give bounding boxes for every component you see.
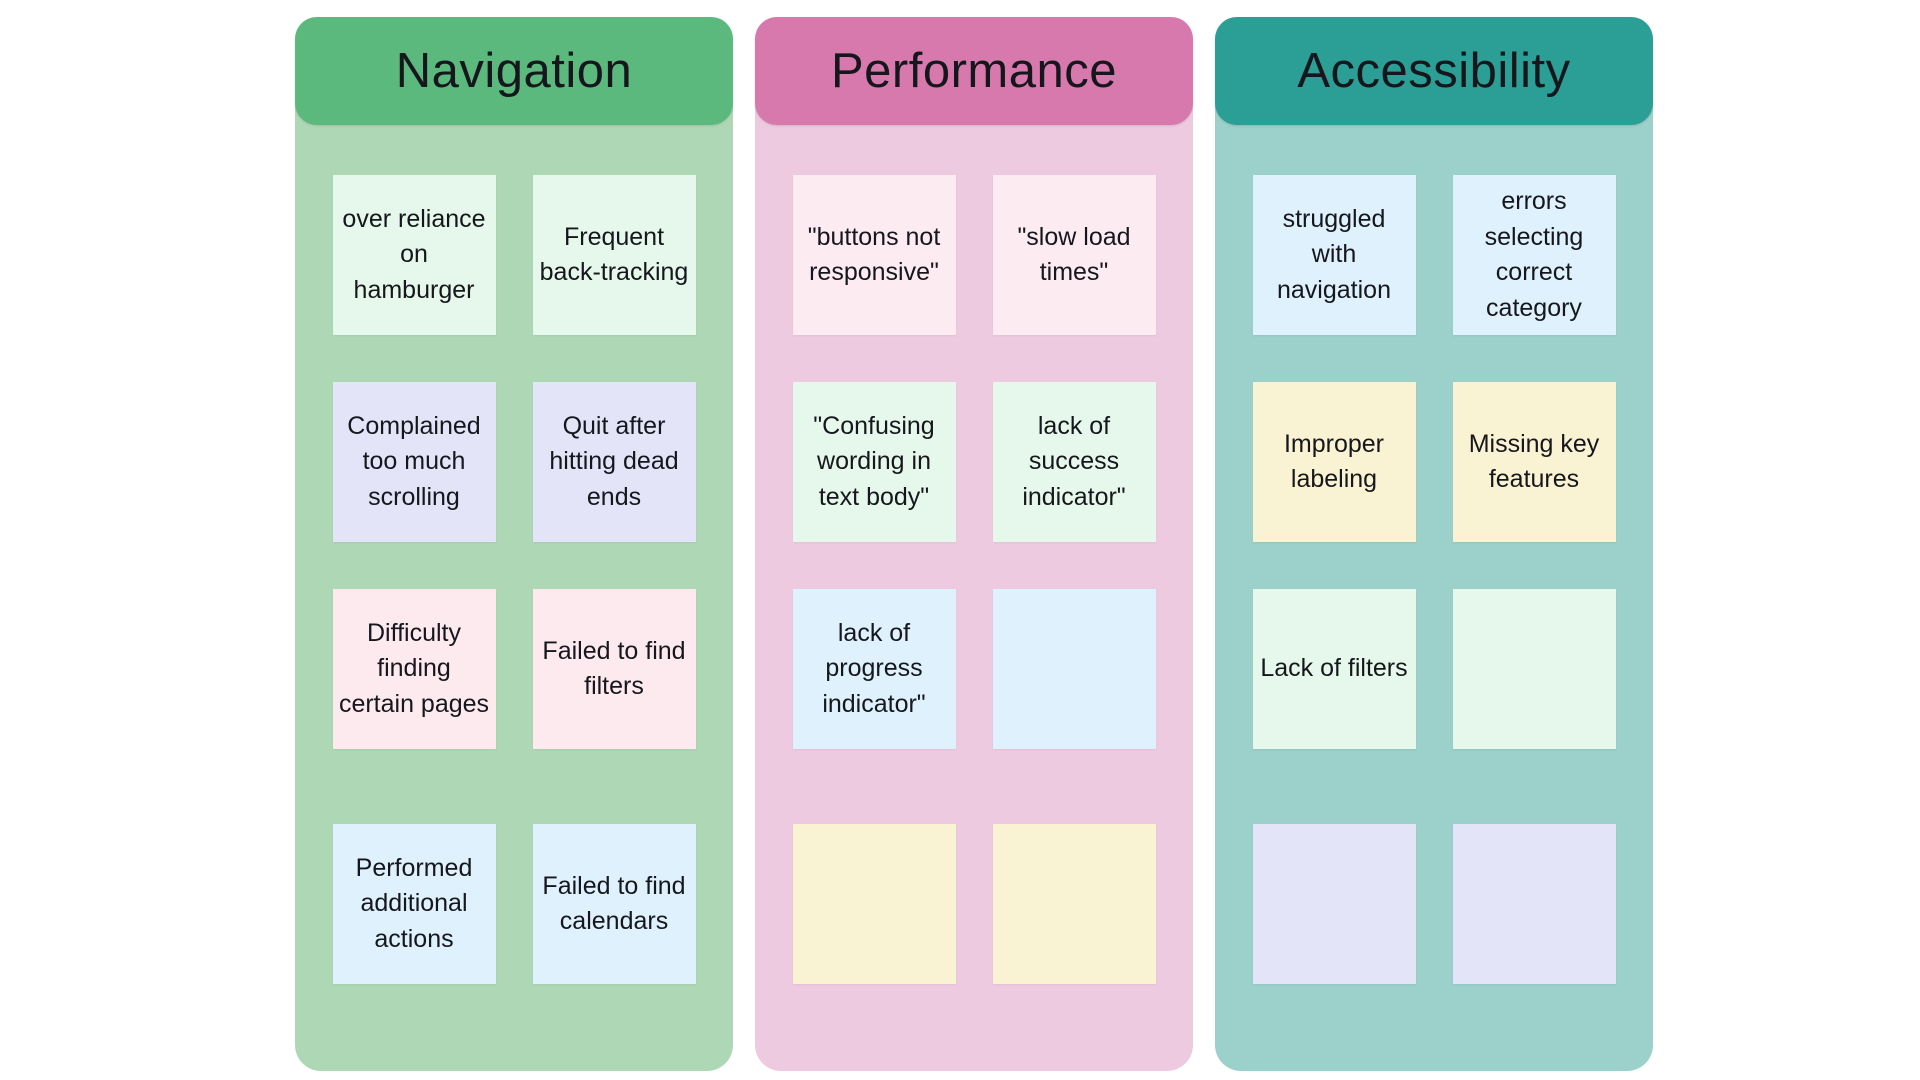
notes-grid: "buttons not responsive" "slow load time…: [755, 125, 1193, 984]
sticky-note-text: Lack of filters: [1260, 654, 1408, 683]
sticky-note-text: over reliance on hamburger: [342, 204, 486, 304]
sticky-note[interactable]: struggled with navigation: [1252, 175, 1416, 335]
sticky-note[interactable]: [1252, 824, 1416, 984]
sticky-note-text: Difficulty finding certain pages: [338, 618, 490, 718]
sticky-note-text: Missing key features: [1468, 429, 1600, 494]
sticky-note-text: Quit after hitting dead ends: [549, 411, 679, 511]
category-column-performance: Performance "buttons not responsive" "sl…: [755, 17, 1193, 1071]
notes-grid: struggled with navigation errors selecti…: [1215, 125, 1653, 984]
sticky-note-text: errors selecting correct category: [1484, 187, 1584, 322]
sticky-note-text: Improper labeling: [1283, 429, 1385, 494]
sticky-note[interactable]: "Confusing wording in text body": [792, 382, 956, 542]
sticky-note[interactable]: Frequent back-tracking: [532, 175, 696, 335]
sticky-note[interactable]: "buttons not responsive": [792, 175, 956, 335]
sticky-note[interactable]: [1452, 824, 1616, 984]
category-header-performance[interactable]: Performance: [755, 17, 1193, 125]
sticky-note-text: lack of success indicator": [1022, 411, 1126, 511]
sticky-note-text: Frequent back-tracking: [539, 222, 689, 287]
sticky-note[interactable]: over reliance on hamburger: [332, 175, 496, 335]
sticky-note[interactable]: Performed additional actions: [332, 824, 496, 984]
sticky-note[interactable]: lack of success indicator": [992, 382, 1156, 542]
sticky-note[interactable]: Missing key features: [1452, 382, 1616, 542]
category-column-navigation: Navigation over reliance on hamburger Fr…: [295, 17, 733, 1071]
affinity-board: Navigation over reliance on hamburger Fr…: [295, 17, 1653, 1071]
category-header-navigation[interactable]: Navigation: [295, 17, 733, 125]
sticky-note[interactable]: Failed to find filters: [532, 589, 696, 749]
category-title: Navigation: [395, 44, 633, 98]
sticky-note[interactable]: Failed to find calendars: [532, 824, 696, 984]
category-header-accessibility[interactable]: Accessibility: [1215, 17, 1653, 125]
notes-grid: over reliance on hamburger Frequent back…: [295, 125, 733, 984]
sticky-note[interactable]: [992, 824, 1156, 984]
sticky-note-text: "buttons not responsive": [807, 222, 941, 287]
sticky-note-text: Failed to find filters: [542, 636, 686, 701]
category-title: Accessibility: [1297, 44, 1571, 98]
sticky-note[interactable]: lack of progress indicator": [792, 589, 956, 749]
sticky-note[interactable]: Improper labeling: [1252, 382, 1416, 542]
sticky-note[interactable]: errors selecting correct category: [1452, 175, 1616, 335]
sticky-note[interactable]: Lack of filters: [1252, 589, 1416, 749]
sticky-note[interactable]: Difficulty finding certain pages: [332, 589, 496, 749]
sticky-note[interactable]: [792, 824, 956, 984]
sticky-note[interactable]: "slow load times": [992, 175, 1156, 335]
sticky-note-text: "slow load times": [1017, 222, 1131, 287]
sticky-note-text: struggled with navigation: [1277, 204, 1391, 304]
sticky-note[interactable]: Quit after hitting dead ends: [532, 382, 696, 542]
sticky-note-text: lack of progress indicator": [822, 618, 926, 718]
sticky-note-text: Failed to find calendars: [542, 871, 686, 936]
sticky-note-text: Performed additional actions: [355, 853, 473, 953]
sticky-note-text: "Confusing wording in text body": [813, 411, 935, 511]
category-title: Performance: [830, 44, 1117, 98]
sticky-note[interactable]: [1452, 589, 1616, 749]
sticky-note-text: Complained too much scrolling: [347, 411, 481, 511]
category-column-accessibility: Accessibility struggled with navigation …: [1215, 17, 1653, 1071]
sticky-note[interactable]: Complained too much scrolling: [332, 382, 496, 542]
sticky-note[interactable]: [992, 589, 1156, 749]
